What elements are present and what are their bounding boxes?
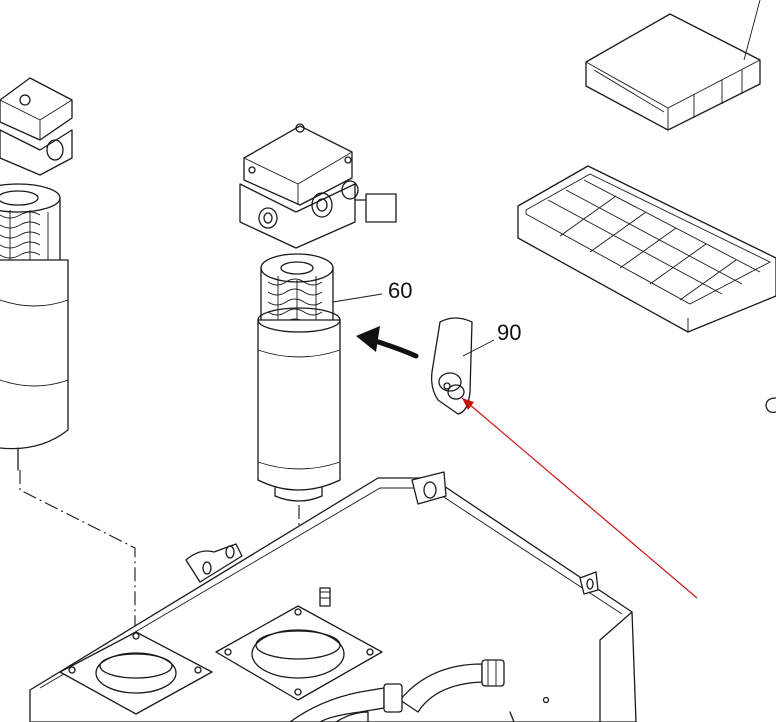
edge-part bbox=[765, 397, 776, 414]
callout-label-60: 60 bbox=[388, 278, 412, 303]
left-filter-assembly bbox=[0, 77, 136, 640]
left-mount-plate bbox=[59, 631, 213, 715]
curved-arrow-icon bbox=[356, 326, 419, 359]
leader-60 bbox=[332, 293, 383, 303]
red-pointer-arrowhead bbox=[462, 398, 474, 410]
filter-pad bbox=[585, 0, 761, 131]
callout-label-90: 90 bbox=[497, 320, 521, 345]
filter-element-60 bbox=[260, 253, 334, 338]
red-pointer-line bbox=[461, 397, 698, 599]
leader-90 bbox=[462, 339, 495, 357]
bracket-90 bbox=[430, 317, 473, 415]
center-filter-head bbox=[239, 123, 397, 249]
right-mount-plate bbox=[215, 605, 383, 701]
grid-frame bbox=[517, 165, 776, 333]
pipe-fittings bbox=[289, 659, 550, 722]
